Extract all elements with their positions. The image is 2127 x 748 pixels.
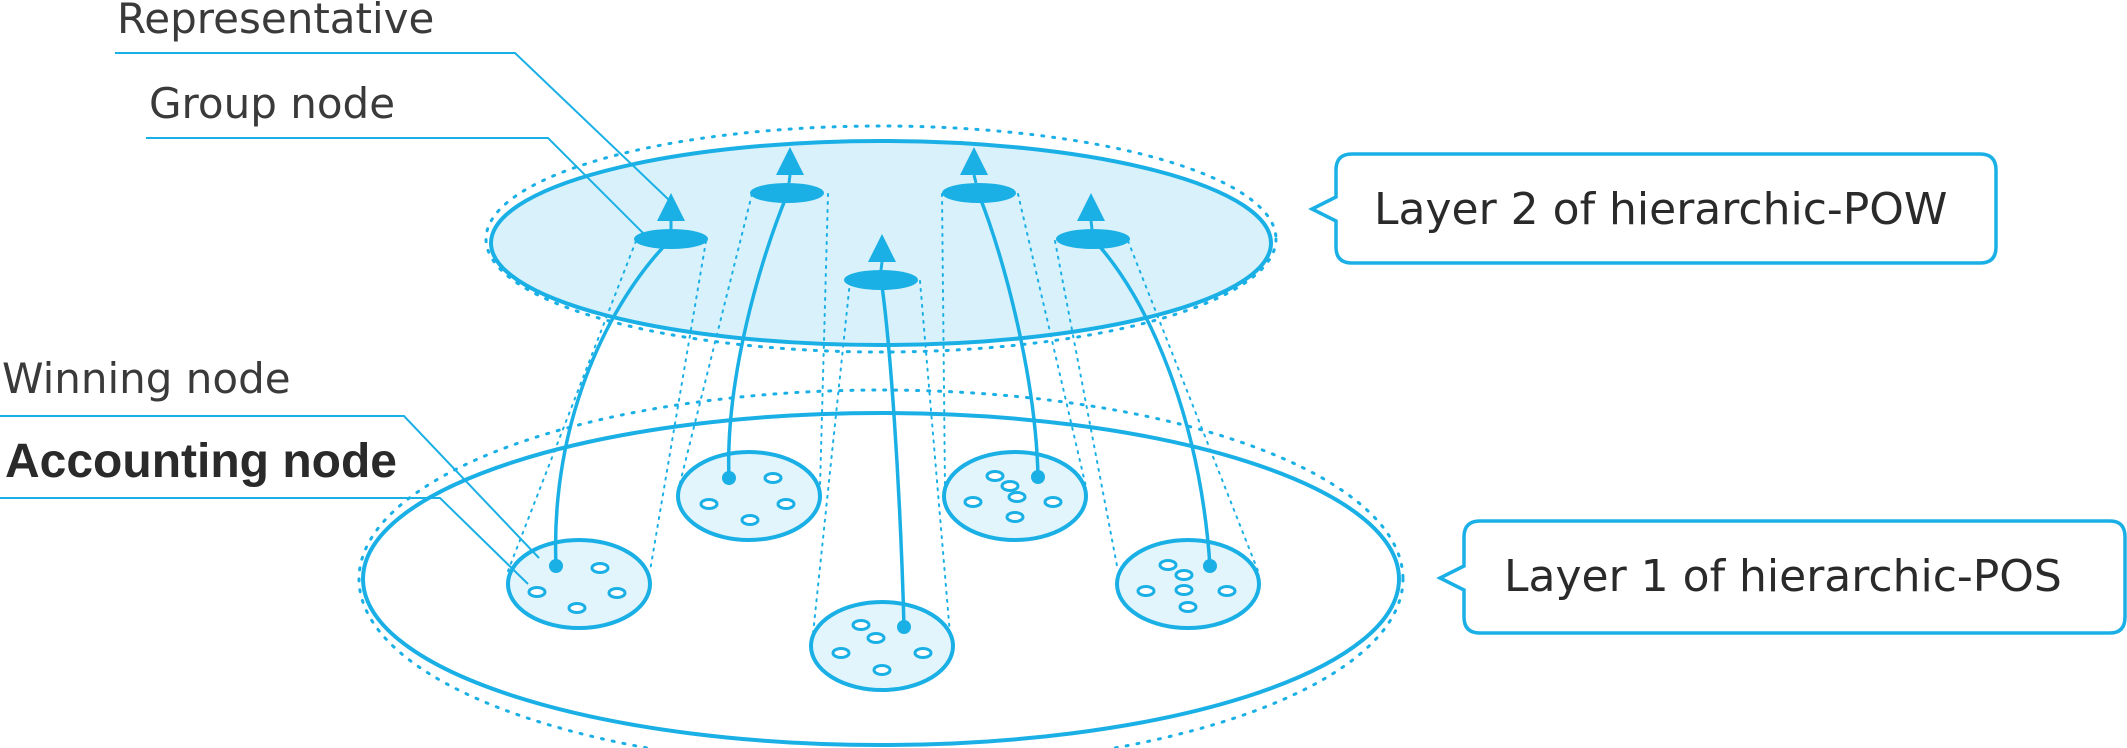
triangle-icon: [1077, 193, 1105, 221]
layer2-callout-text: Layer 2 of hierarchic-POW: [1374, 184, 1947, 235]
accounting-group: [942, 450, 1088, 542]
accounting-group: [809, 600, 955, 692]
disk-icon: [1056, 229, 1130, 249]
connection-curves: [553, 194, 1212, 628]
small-ellipse-icon: [831, 619, 933, 676]
representative-label: Representative: [117, 0, 434, 43]
layer1-plane: [357, 388, 1405, 748]
triangle-icon: [868, 234, 896, 262]
group-node: [1056, 193, 1130, 249]
accounting-group: [676, 450, 822, 542]
layer1-callout: Layer 1 of hierarchic-POS: [1436, 519, 2127, 635]
small-ellipse-icon: [963, 470, 1063, 523]
triangle-icon: [776, 147, 804, 175]
disk-icon: [750, 183, 824, 203]
small-ellipse-icon: [1136, 559, 1237, 613]
group-node: [750, 147, 824, 203]
disk-icon: [844, 270, 918, 290]
layer1-callout-text: Layer 1 of hierarchic-POS: [1504, 551, 2062, 602]
accounting-group: [1115, 538, 1261, 630]
accounting-node-label: Accounting node: [5, 435, 397, 488]
leader-lines: [0, 52, 670, 585]
triangle-icon: [657, 193, 685, 221]
small-ellipse-icon: [699, 472, 796, 526]
projection-lines: [507, 193, 1259, 635]
group-node: [844, 234, 918, 290]
winning-node-label: Winning node: [2, 354, 291, 403]
layer2-callout: Layer 2 of hierarchic-POW: [1308, 152, 1998, 265]
group-node: [634, 193, 708, 249]
disk-icon: [634, 229, 708, 249]
accounting-group: [506, 538, 652, 630]
triangle-icon: [960, 147, 988, 175]
small-ellipse-icon: [527, 562, 627, 614]
disk-icon: [942, 183, 1016, 203]
group-node: [942, 147, 1016, 203]
group-node-label: Group node: [149, 79, 395, 128]
